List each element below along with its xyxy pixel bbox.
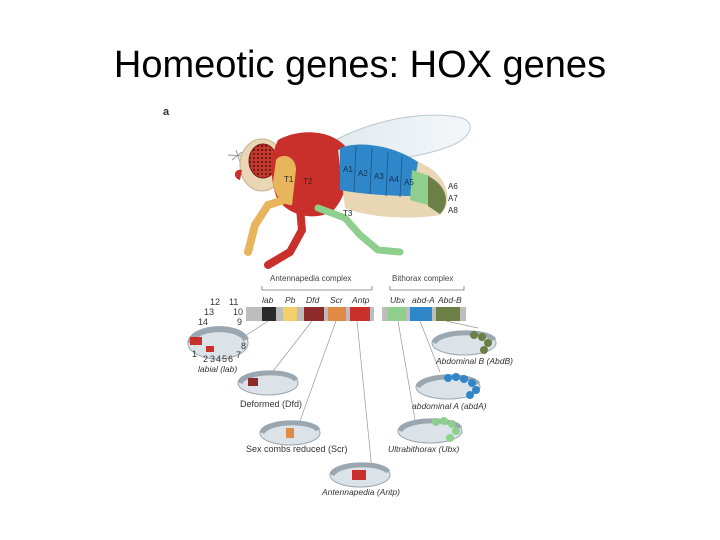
bithorax-complex-label: Bithorax complex bbox=[392, 274, 453, 283]
gene-label-dfd: Dfd bbox=[306, 295, 320, 305]
leg-t1 bbox=[244, 196, 288, 256]
panel-label: a bbox=[163, 106, 170, 118]
label-a2: A2 bbox=[358, 169, 368, 178]
embryo-abda: abdominal A (abdA) bbox=[412, 373, 487, 411]
gene-box bbox=[388, 307, 406, 321]
embryo-ubx: Ultrabithorax (Ubx) bbox=[388, 417, 463, 454]
gene-label-abdb: Abd-B bbox=[437, 295, 462, 305]
segment-number: 4 bbox=[216, 354, 221, 364]
segment-number: 13 bbox=[204, 307, 214, 317]
label-t3: T3 bbox=[343, 209, 353, 218]
abdomen-blue bbox=[340, 144, 418, 196]
segment-number: 5 bbox=[222, 354, 227, 364]
leg-t2 bbox=[264, 204, 307, 269]
fly-segment-labels: T1 T2 T3 A1 A2 A3 A4 A5 A6 A7 A8 bbox=[284, 165, 458, 218]
segment-number: 7 bbox=[236, 350, 241, 360]
segment-number: 9 bbox=[237, 317, 242, 327]
antennapedia-complex-label: Antennapedia complex bbox=[270, 274, 351, 283]
abdomen-tip bbox=[428, 176, 447, 214]
gene-label-ubx: Ubx bbox=[390, 295, 406, 305]
gene-box bbox=[328, 307, 346, 321]
segment-number: 8 bbox=[241, 341, 246, 351]
segment-number: 1 bbox=[192, 349, 197, 359]
gene-label-antp: Antp bbox=[351, 295, 370, 305]
label-t2: T2 bbox=[303, 177, 313, 186]
gene-box bbox=[436, 307, 460, 321]
gene-box bbox=[410, 307, 432, 321]
label-a3: A3 bbox=[374, 172, 384, 181]
segment-number: 14 bbox=[198, 317, 208, 327]
embryo-label-abda: abdominal A (abdA) bbox=[412, 401, 487, 411]
gene-box bbox=[304, 307, 324, 321]
gene-label-scr: Scr bbox=[330, 295, 344, 305]
thorax-t1 bbox=[273, 155, 296, 206]
gene-label-abda: abd-A bbox=[412, 295, 435, 305]
gene-cluster: Antennapedia complex Bithorax complex la… bbox=[246, 274, 466, 321]
embryo-label-antp: Antennapedia (Antp) bbox=[321, 487, 400, 497]
chromosome-bar bbox=[246, 307, 466, 321]
gene-label-pb: Pb bbox=[285, 295, 296, 305]
abdomen-a5 bbox=[410, 170, 430, 205]
embryo-antp: Antennapedia (Antp) bbox=[321, 462, 400, 497]
label-a4: A4 bbox=[389, 175, 399, 184]
embryo-label-ubx: Ultrabithorax (Ubx) bbox=[388, 444, 459, 454]
embryo-label-labial: labial (lab) bbox=[198, 364, 237, 374]
segment-number: 10 bbox=[233, 307, 243, 317]
segment-number: 6 bbox=[228, 354, 233, 364]
leg-t3 bbox=[314, 204, 404, 256]
embryo-panels: 12 11 13 10 14 9 8 1 2 3 4 5 6 7 labial … bbox=[187, 297, 513, 497]
gene-box bbox=[283, 307, 297, 321]
segment-number: 12 bbox=[210, 297, 220, 307]
embryo-scr: Sex combs reduced (Scr) bbox=[246, 420, 348, 454]
embryo-label-scr: Sex combs reduced (Scr) bbox=[246, 444, 348, 454]
segment-number: 2 bbox=[203, 354, 208, 364]
embryo-label-deformed: Deformed (Dfd) bbox=[240, 399, 302, 409]
label-t1: T1 bbox=[284, 175, 294, 184]
gene-label-lab: lab bbox=[262, 295, 274, 305]
proboscis bbox=[234, 169, 242, 180]
label-a6: A6 bbox=[448, 182, 458, 191]
label-a5: A5 bbox=[404, 178, 414, 187]
segment-number: 3 bbox=[210, 354, 215, 364]
embryo-labial: 12 11 13 10 14 9 8 1 2 3 4 5 6 7 labial … bbox=[187, 297, 249, 374]
fly-illustration: T1 T2 T3 A1 A2 A3 A4 A5 A6 A7 A8 bbox=[227, 114, 471, 269]
label-a8: A8 bbox=[448, 206, 458, 215]
label-a7: A7 bbox=[448, 194, 458, 203]
slide-title: Homeotic genes: HOX genes bbox=[113, 44, 607, 86]
gene-box bbox=[262, 307, 276, 321]
embryo-label-abdb: Abdominal B (AbdB) bbox=[435, 356, 513, 366]
gene-box bbox=[350, 307, 370, 321]
embryo-deformed: Deformed (Dfd) bbox=[237, 370, 302, 409]
segment-number: 11 bbox=[229, 297, 238, 307]
label-a1: A1 bbox=[343, 165, 353, 174]
embryo-abdb: Abdominal B (AbdB) bbox=[431, 330, 513, 366]
